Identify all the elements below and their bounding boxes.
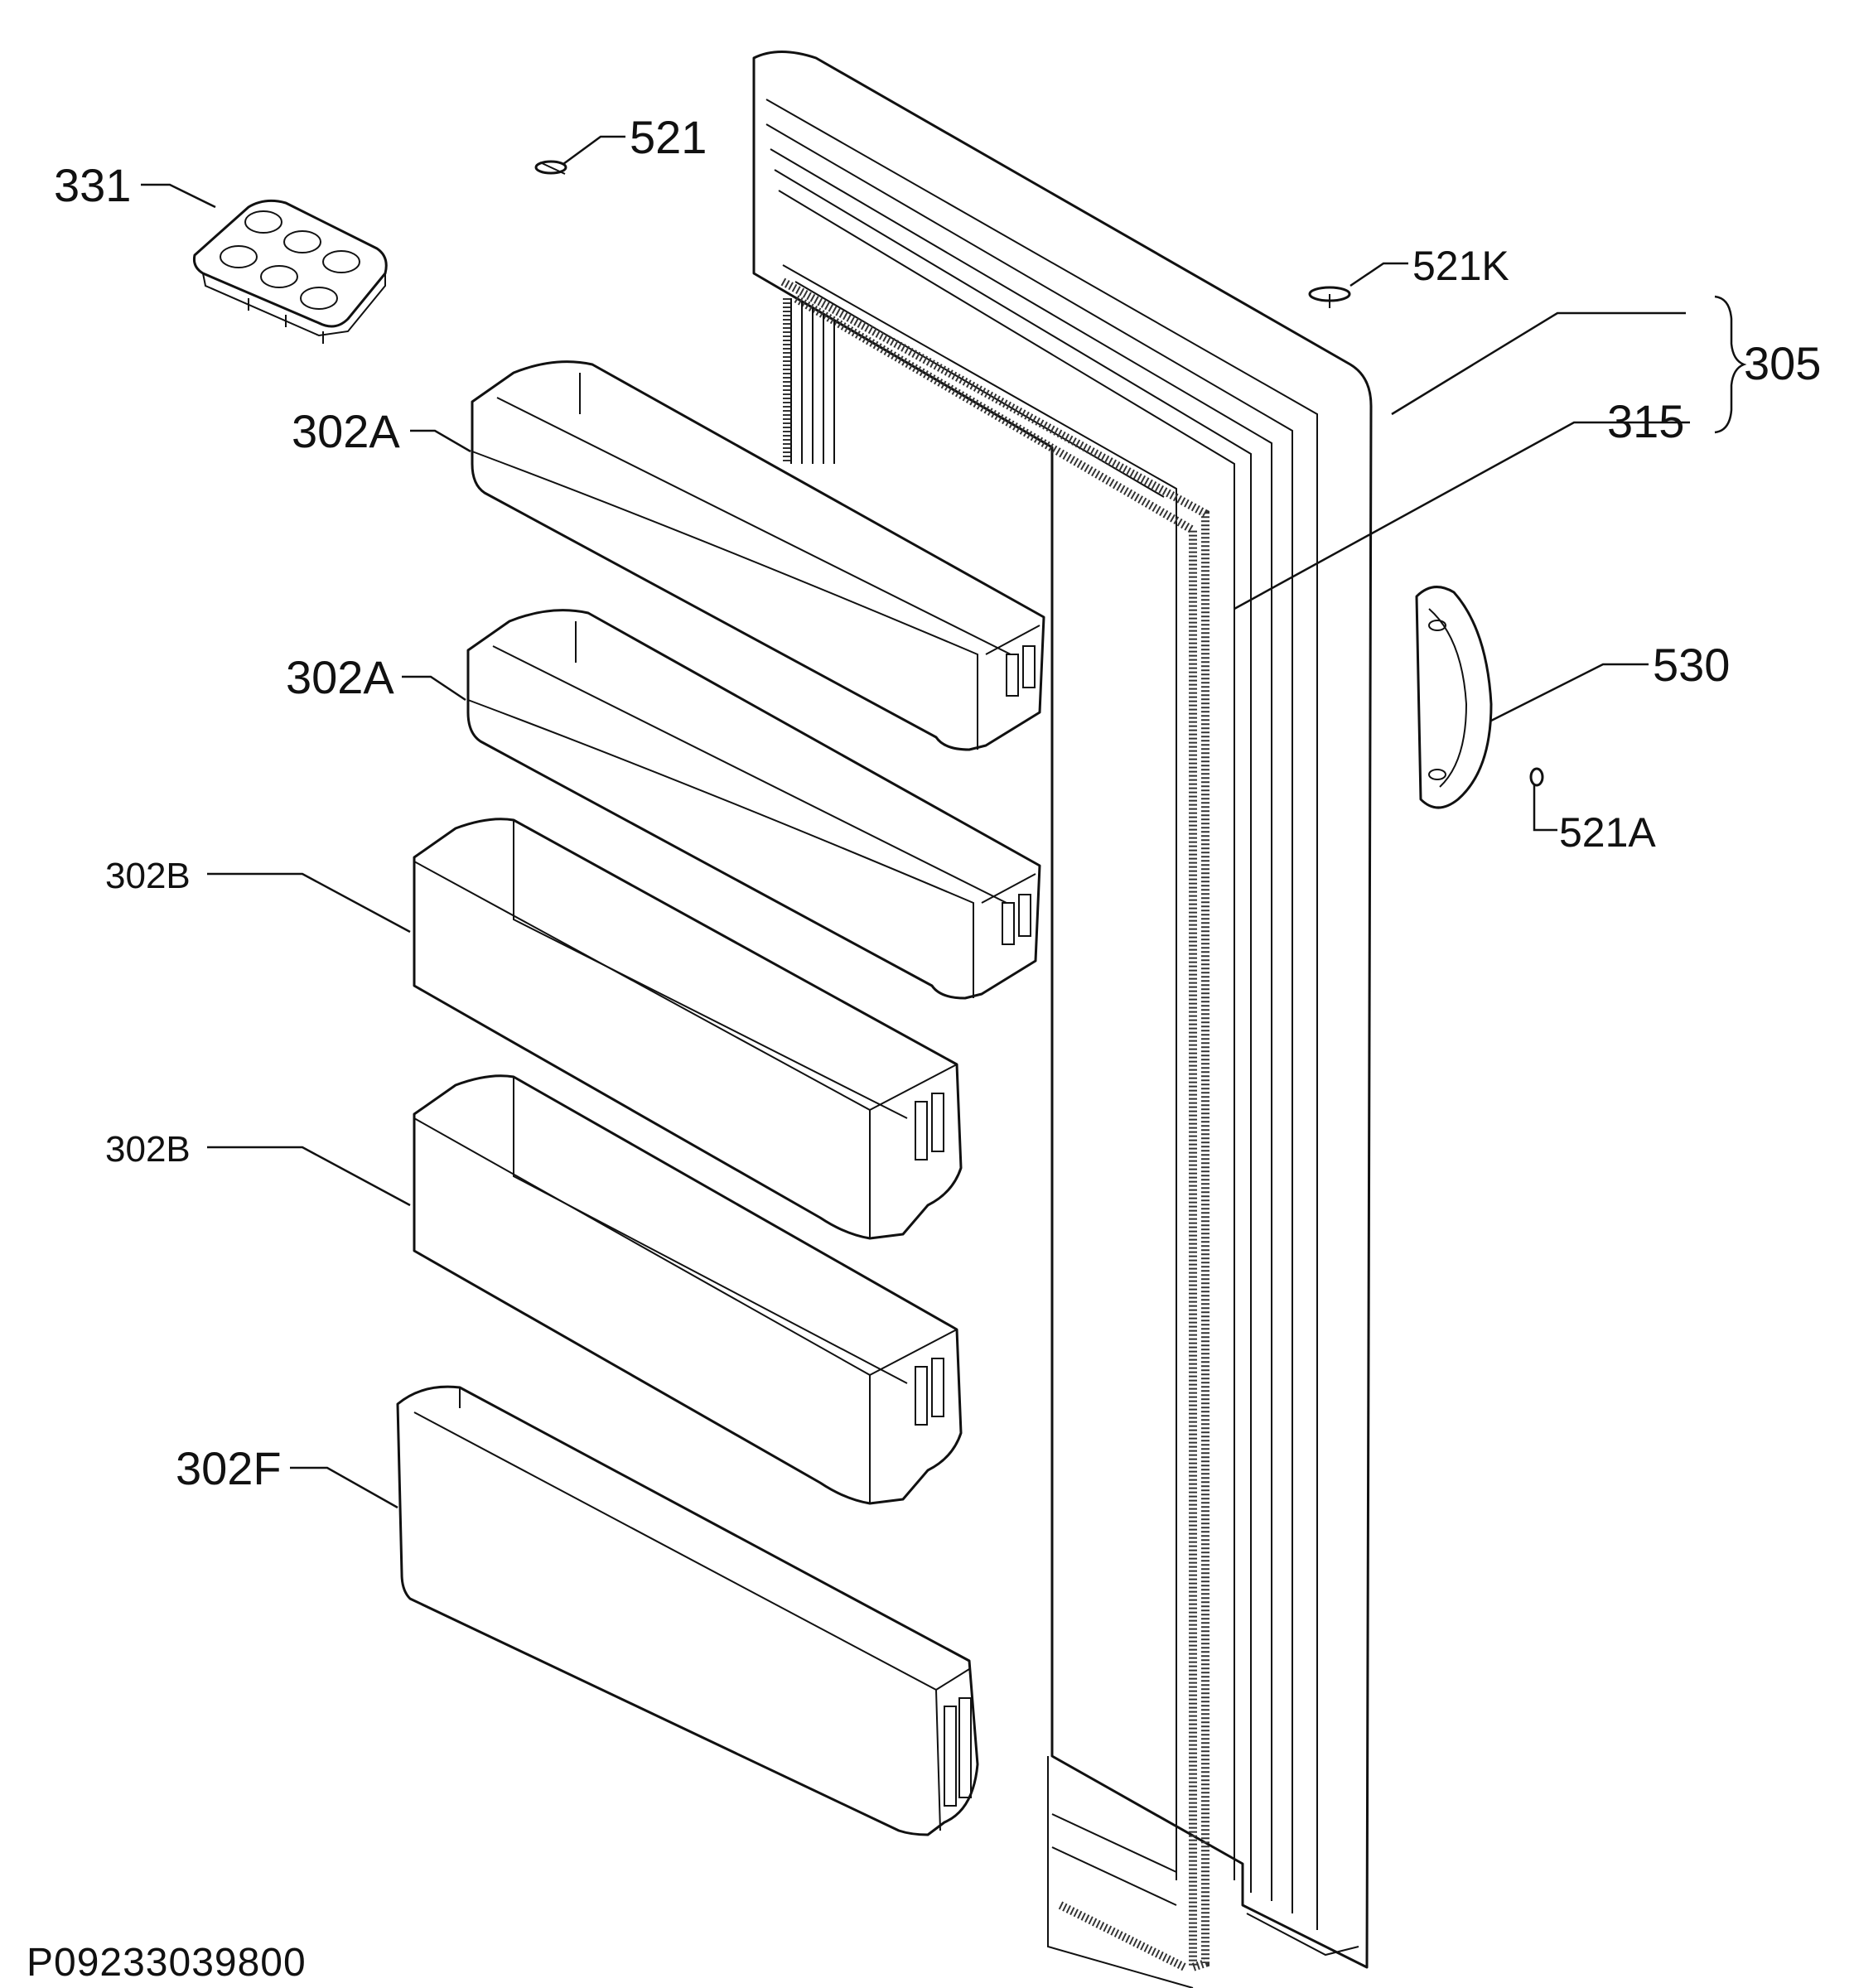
label-302b-second: 302B: [105, 1129, 191, 1170]
label-302a-second: 302A: [286, 651, 394, 703]
label-521: 521: [630, 111, 707, 163]
screw-521a: [1529, 767, 1544, 787]
label-302a-top: 302A: [292, 405, 400, 457]
door-balcony-302b-second: [413, 1074, 963, 1505]
door-balcony-302a-top: [471, 360, 1045, 751]
door-balcony-302b-first: [413, 818, 963, 1240]
label-305: 305: [1744, 337, 1821, 389]
label-530: 530: [1653, 639, 1730, 691]
door-assembly: [752, 51, 1373, 1988]
label-331: 331: [54, 159, 131, 211]
label-315: 315: [1607, 395, 1684, 447]
leader-lines: [141, 135, 1747, 1509]
door-balcony-302f: [396, 1385, 979, 1836]
label-521k: 521K: [1412, 243, 1509, 289]
drawing-code: P09233039800: [27, 1941, 307, 1985]
screw-521: [534, 160, 567, 175]
label-302f: 302F: [176, 1442, 282, 1494]
door-handle-530: [1415, 586, 1493, 809]
part-labels: 331 521 521K 305 315 530 521A 302A 302A …: [27, 111, 1821, 1985]
screw-521k: [1308, 286, 1351, 308]
door-balcony-302a-second: [466, 609, 1041, 1000]
egg-tray-331: [193, 199, 388, 344]
label-521a: 521A: [1559, 809, 1656, 856]
label-302b-first: 302B: [105, 856, 191, 896]
